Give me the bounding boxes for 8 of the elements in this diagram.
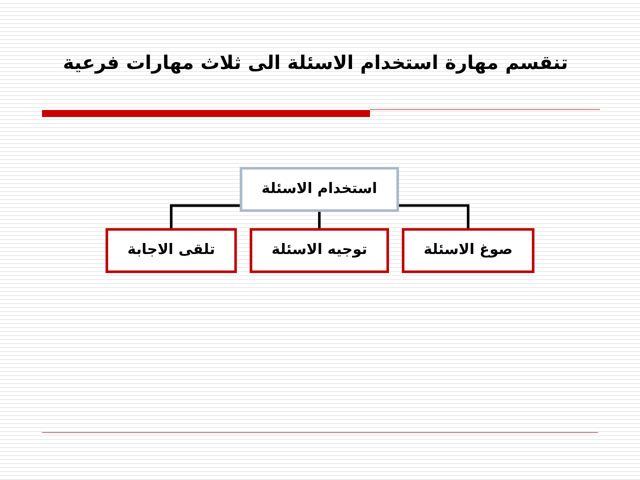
node-box: توجيه الاسئلة xyxy=(250,228,389,274)
node-box: استخدام الاسئلة xyxy=(240,166,399,212)
node-box: تلقى الاجابة xyxy=(106,228,237,274)
connector xyxy=(318,209,321,230)
connector xyxy=(170,204,242,230)
node-box: صوغ الاسئلة xyxy=(402,228,534,274)
slide-title: تنقسم مهارة استخدام الاسئلة الى ثلاث مهارات فرعية xyxy=(62,52,568,74)
connector xyxy=(398,204,470,230)
